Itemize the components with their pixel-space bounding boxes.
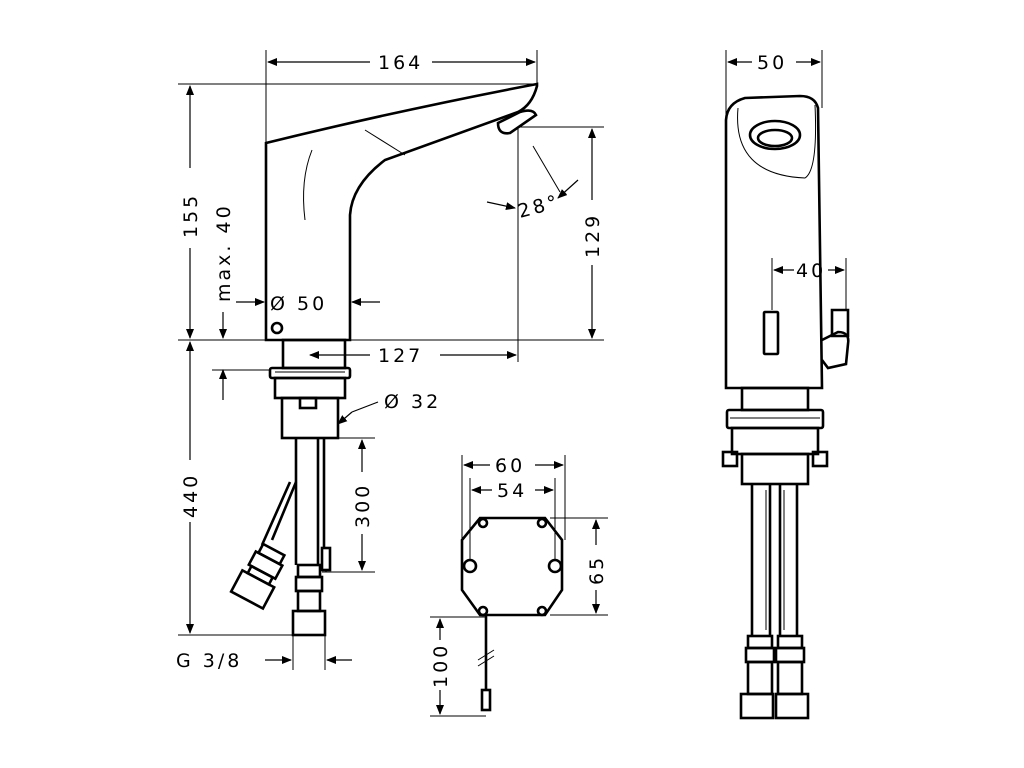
dim-cable-100: 100 xyxy=(430,643,452,688)
dim-diameter-32: Ø 32 xyxy=(384,391,441,413)
dim-side-40: 40 xyxy=(796,260,826,282)
dim-129: 129 xyxy=(582,213,604,258)
side-view xyxy=(721,94,850,720)
dim-diameter-50: Ø 50 xyxy=(270,293,327,315)
dim-box-60: 60 xyxy=(495,455,525,477)
dim-300: 300 xyxy=(352,483,374,528)
dim-box-54: 54 xyxy=(497,480,527,502)
side-dimensions: 50 40 xyxy=(725,50,847,310)
dim-164: 164 xyxy=(378,52,423,74)
dim-440: 440 xyxy=(180,473,202,518)
front-dimensions: 164 155 max. 40 Ø 50 127 129 28° xyxy=(176,50,604,672)
control-box-dimensions: 60 54 65 100 xyxy=(430,455,608,717)
dim-max-40: max. 40 xyxy=(213,203,235,302)
dim-155: 155 xyxy=(180,193,202,238)
dim-thread: G 3/8 xyxy=(176,650,242,672)
faucet-body-side xyxy=(724,94,824,390)
dim-angle-28: 28° xyxy=(516,191,563,223)
dim-127: 127 xyxy=(378,345,423,367)
dim-side-50: 50 xyxy=(757,52,787,74)
faucet-body-front xyxy=(264,82,539,342)
control-box xyxy=(460,516,564,712)
dim-box-65: 65 xyxy=(586,555,608,585)
